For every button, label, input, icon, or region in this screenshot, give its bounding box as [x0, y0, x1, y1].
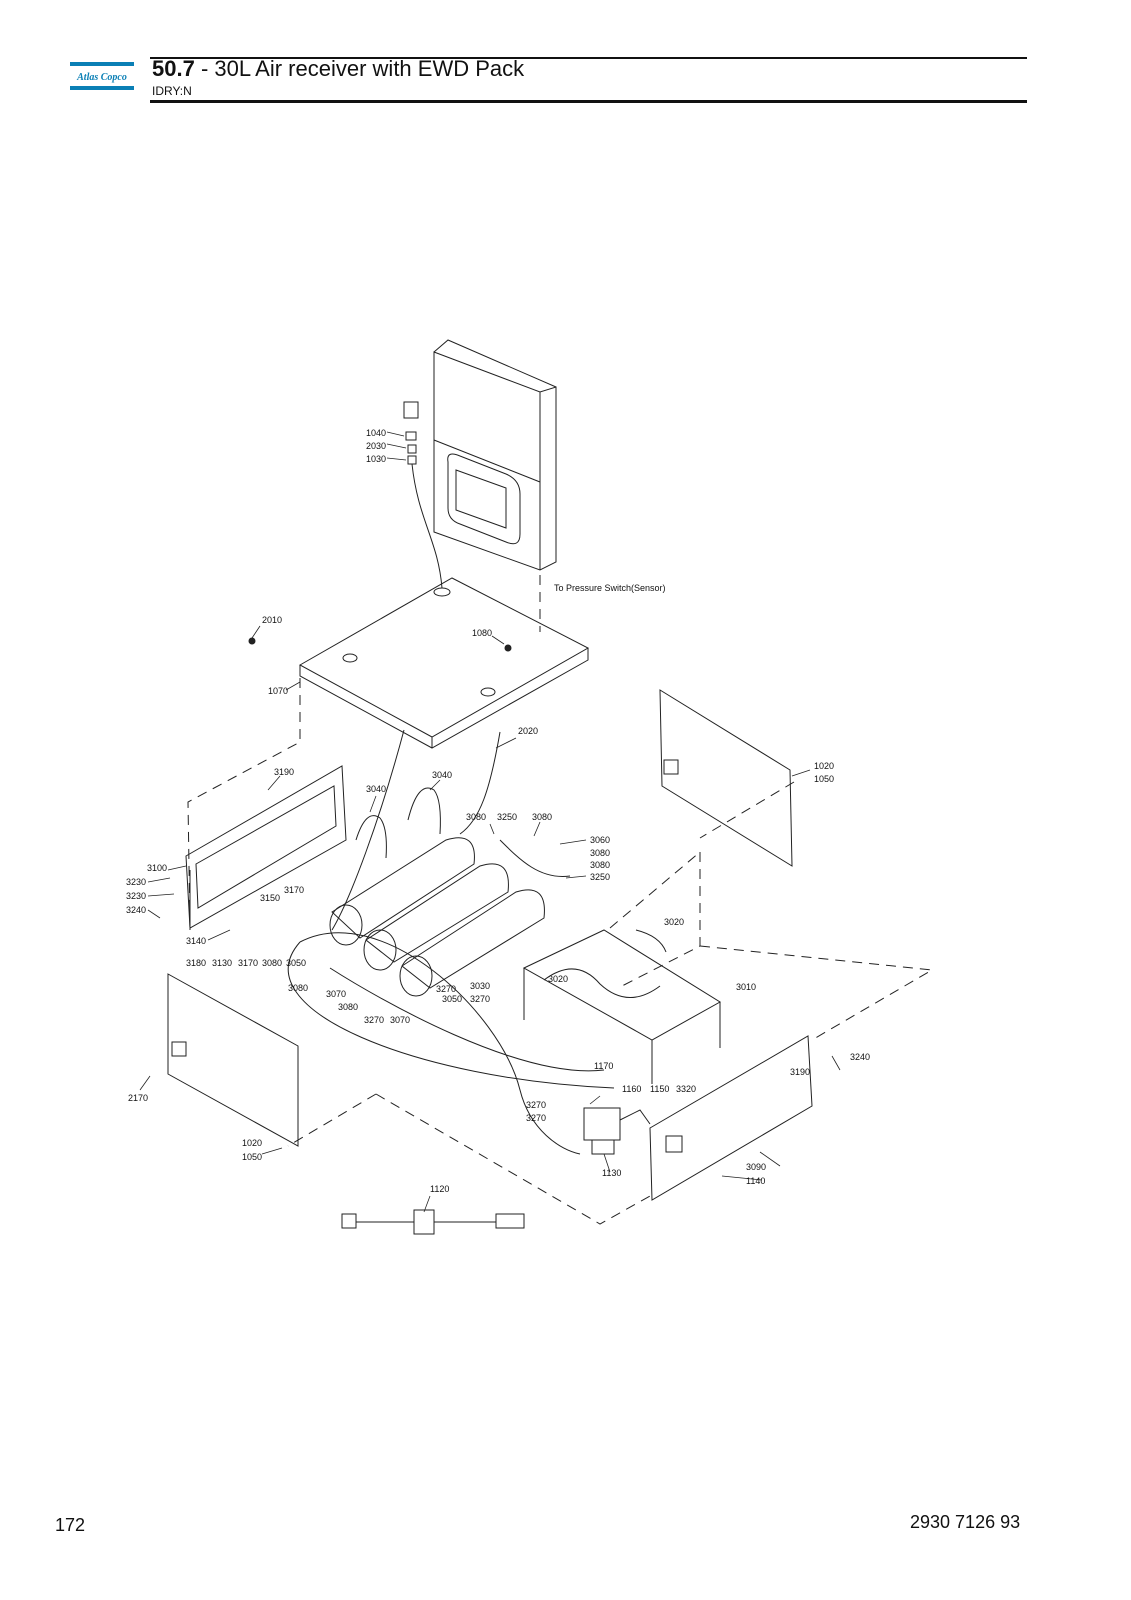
part-callout-2020: 2020: [518, 726, 538, 736]
dashed-assembly-outline: [187, 575, 934, 1225]
part-callout-3080: 3080: [288, 983, 308, 993]
part-callout-3130: 3130: [212, 958, 232, 968]
part-callout-3250: 3250: [497, 812, 517, 822]
part-callout-1150: 1150: [650, 1084, 669, 1094]
part-callout-3250: 3250: [590, 872, 610, 882]
part-callout-1030: 1030: [366, 454, 386, 464]
valve-fittings-top: [403, 401, 443, 589]
receiver-cradle: [522, 929, 721, 1084]
part-callout-1140: 1140: [746, 1176, 765, 1186]
part-callout-2170: 2170: [128, 1093, 148, 1103]
part-callout-3230: 3230: [126, 877, 146, 887]
part-callout-3090: 3090: [746, 1162, 766, 1172]
part-callout-3240: 3240: [126, 905, 146, 915]
part-callout-1020: 1020: [814, 761, 834, 771]
header-bottom-rule: [150, 100, 1027, 103]
part-callout-3080: 3080: [590, 860, 610, 870]
part-callout-3190: 3190: [790, 1067, 810, 1077]
part-callout-3190: 3190: [274, 767, 294, 777]
part-callout-1120: 1120: [430, 1184, 449, 1194]
part-callout-3170: 3170: [284, 885, 304, 895]
atlas-copco-logo: Atlas Copco: [70, 62, 134, 94]
part-callout-3070: 3070: [390, 1015, 410, 1025]
part-callout-2010: 2010: [262, 615, 282, 625]
part-callout-3240: 3240: [850, 1052, 870, 1062]
part-callout-3270: 3270: [526, 1100, 546, 1110]
left-panel-cutout: [171, 1041, 187, 1057]
part-callout-1020: 1020: [242, 1138, 262, 1148]
callout-leaders: [139, 431, 841, 1213]
part-callout-1130: 1130: [602, 1168, 621, 1178]
part-callout-2030: 2030: [366, 441, 386, 451]
part-callout-3170: 3170: [238, 958, 258, 968]
part-callout-1070: 1070: [268, 686, 288, 696]
part-callout-3150: 3150: [260, 893, 280, 903]
front-panel-cutout: [665, 1135, 683, 1153]
svg-text:Atlas Copco: Atlas Copco: [76, 72, 127, 83]
part-callout-3070: 3070: [326, 989, 346, 999]
part-callout-3080: 3080: [590, 848, 610, 858]
part-callout-3010: 3010: [736, 982, 756, 992]
part-callout-3020: 3020: [664, 917, 684, 927]
cable-assembly: [341, 1209, 525, 1235]
part-callout-3060: 3060: [590, 835, 610, 845]
part-callout-3080: 3080: [466, 812, 486, 822]
part-callout-3040: 3040: [432, 770, 452, 780]
title-separator: -: [194, 56, 215, 81]
part-callout-3320: 3320: [676, 1084, 696, 1094]
part-callout-3030: 3030: [470, 981, 490, 991]
part-callout-3270: 3270: [526, 1113, 546, 1123]
enclosure-top-unit: [433, 339, 557, 571]
part-callout-1040: 1040: [366, 428, 386, 438]
part-callout-3080: 3080: [338, 1002, 358, 1012]
page-subtitle: IDRY:N: [152, 84, 192, 98]
part-callout-3040: 3040: [366, 784, 386, 794]
part-callout-3080: 3080: [262, 958, 282, 968]
left-side-panel: [167, 973, 299, 1147]
document-number: 2930 7126 93: [910, 1512, 1021, 1532]
part-callout-1080: 1080: [472, 628, 492, 638]
page-title: 50.7 - 30L Air receiver with EWD Pack: [152, 56, 524, 82]
part-callout-3180: 3180: [186, 958, 206, 968]
page-number: 172: [55, 1515, 86, 1535]
part-callout-3270: 3270: [470, 994, 490, 1004]
part-callout-1050: 1050: [814, 774, 834, 784]
part-callout-3020: 3020: [548, 974, 568, 984]
section-number: 50.7: [152, 56, 195, 81]
part-callout-3100: 3100: [147, 863, 167, 873]
title-text: 30L Air receiver with EWD Pack: [214, 56, 525, 81]
part-callout-3050: 3050: [286, 958, 306, 968]
hoses: [287, 729, 615, 1155]
ewd-drain-unit: [583, 1107, 651, 1155]
part-callout-1170: 1170: [594, 1061, 613, 1071]
right-side-panel: [659, 689, 793, 867]
air-receiver-cylinders: [329, 837, 545, 997]
left-frame-panel: [185, 765, 347, 930]
front-panel: [649, 1035, 813, 1201]
part-callout-3050: 3050: [442, 994, 462, 1004]
part-callout-3270: 3270: [436, 984, 456, 994]
callout-labels: 1040 2030 1030 2010 1080 1070 2020 1020 1050 3190…: [126, 428, 870, 1194]
part-callout-1160: 1160: [622, 1084, 641, 1094]
right-panel-cutout: [663, 759, 679, 775]
pressure-switch-annotation: To Pressure Switch(Sensor): [554, 583, 666, 593]
part-callout-1050: 1050: [242, 1152, 262, 1162]
header-top-rule: [150, 57, 1027, 59]
part-callout-3140: 3140: [186, 936, 206, 946]
top-plate: [248, 577, 590, 749]
part-callout-3270: 3270: [364, 1015, 384, 1025]
part-callout-3080: 3080: [532, 812, 552, 822]
part-callout-3230: 3230: [126, 891, 146, 901]
